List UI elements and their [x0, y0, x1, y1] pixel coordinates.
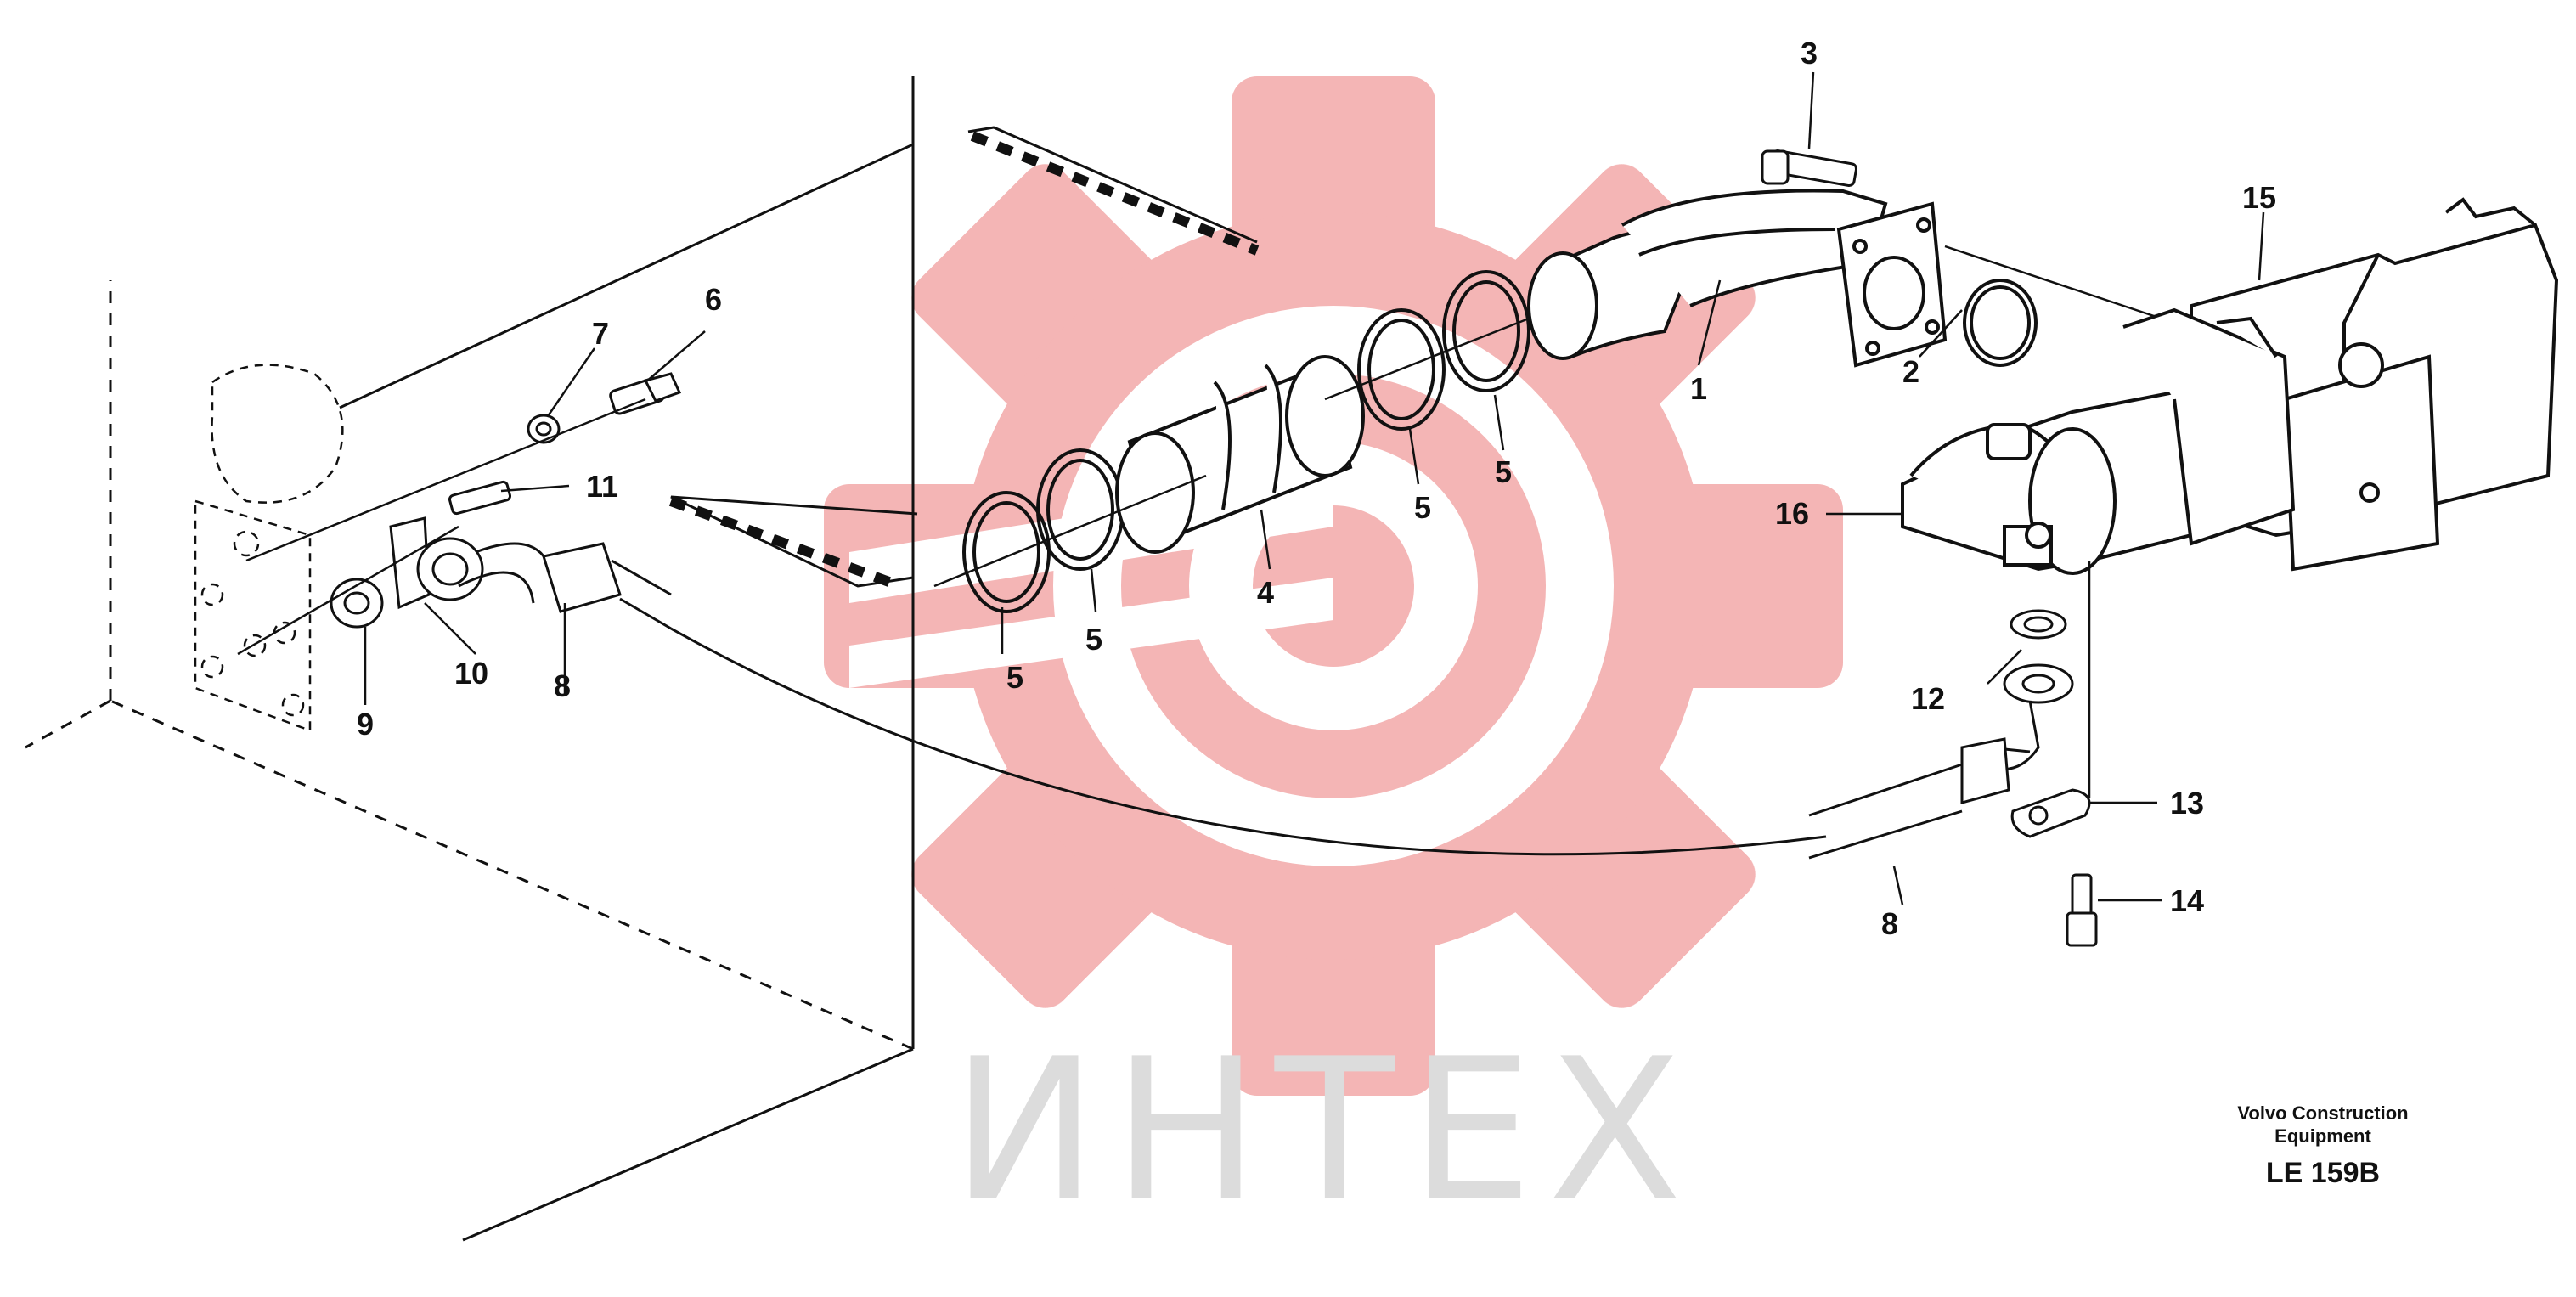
part-6-bolt — [609, 372, 682, 415]
label-part-2: 2 — [1902, 354, 1919, 389]
centre-axis-lines — [933, 245, 2175, 588]
part-1-pipe — [1527, 189, 1888, 360]
part-14-screw — [2066, 873, 2098, 947]
part-2-oring — [1963, 279, 2038, 367]
label-part-5a: 5 — [1006, 660, 1023, 695]
part-7-washer — [527, 414, 561, 444]
label-part-4: 4 — [1257, 575, 1274, 610]
label-part-9: 9 — [357, 707, 374, 742]
credit-line-2: Equipment — [2274, 1125, 2371, 1147]
watermark-text: ИНТЕХ — [951, 1018, 1697, 1244]
frame-lines — [25, 76, 1258, 1242]
part-3-bolt — [1761, 149, 1858, 188]
part-13-clamp — [2010, 788, 2091, 838]
part-11-bolt — [448, 480, 512, 516]
label-part-8a: 8 — [554, 668, 571, 703]
credit-line-1: Volvo Construction — [2237, 1102, 2408, 1124]
part-9-washer — [330, 578, 384, 629]
flange-plate — [1836, 201, 1948, 368]
label-part-12: 12 — [1911, 681, 1945, 716]
label-part-8b: 8 — [1881, 906, 1898, 941]
label-part-10: 10 — [454, 656, 488, 691]
leader-lines-right — [1001, 71, 2265, 905]
part-5-clamp-c — [1357, 308, 1446, 431]
part-8-hose-left — [458, 542, 1963, 860]
label-part-13: 13 — [2170, 786, 2204, 820]
frame-dash-edges — [668, 131, 1260, 591]
part-5-clamp-d — [1442, 270, 1530, 392]
part-10-flange — [389, 516, 484, 610]
label-part-5b: 5 — [1085, 622, 1102, 657]
label-part-5d: 5 — [1495, 454, 1512, 489]
drawing-code: LE 159B — [2266, 1157, 2380, 1189]
label-part-11: 11 — [586, 469, 618, 504]
label-part-6: 6 — [705, 282, 722, 317]
label-part-1: 1 — [1690, 371, 1707, 406]
label-part-14: 14 — [2170, 883, 2204, 918]
watermark-gear-icon — [824, 76, 1843, 1096]
mounting-block — [194, 364, 344, 732]
label-part-5c: 5 — [1414, 490, 1431, 525]
label-part-3: 3 — [1801, 36, 1818, 70]
label-part-15: 15 — [2242, 180, 2276, 215]
label-part-7: 7 — [592, 316, 609, 351]
label-part-16: 16 — [1775, 496, 1809, 531]
part-12-fitting — [1960, 609, 2074, 804]
part-16-valve-block — [1901, 307, 2296, 575]
part-4-sleeve — [1115, 355, 1365, 554]
leader-lines-left — [237, 330, 706, 705]
